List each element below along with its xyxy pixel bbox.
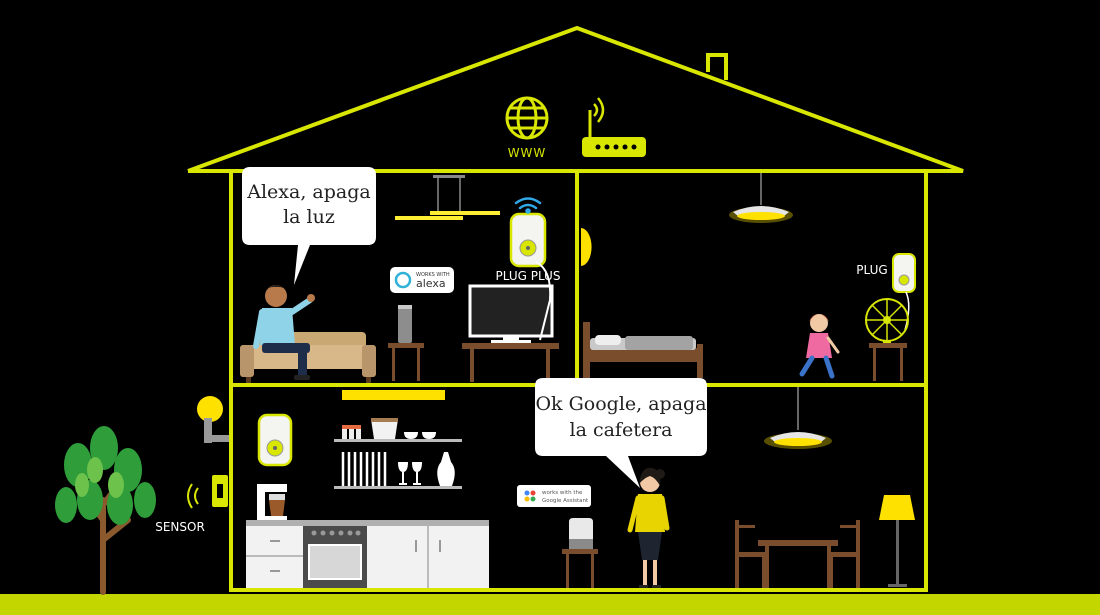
sensor-label: SENSOR	[155, 520, 205, 534]
router-icon	[582, 97, 646, 157]
alexa-badge-small: WORKS WITH	[416, 272, 450, 278]
bed	[583, 322, 703, 378]
tv	[468, 284, 554, 343]
ground	[0, 594, 1100, 615]
google-badge-line2: Google Assistant	[542, 498, 589, 504]
outdoor-lamp	[197, 396, 229, 443]
globe-icon	[505, 96, 549, 140]
pendant-lamp	[395, 175, 500, 220]
alexa-badge-brand: alexa	[416, 277, 446, 290]
speech-line-2: la luz	[283, 206, 335, 228]
dining-chair-right	[828, 520, 860, 588]
living-room: Alexa, apaga la luz WORKS WITH alexa	[240, 167, 592, 383]
ceiling-lamp-dining	[764, 387, 832, 449]
plug-device	[892, 253, 916, 331]
alexa-badge: WORKS WITH alexa	[390, 267, 454, 293]
wifi-icon	[514, 197, 542, 214]
tree	[55, 426, 156, 595]
tv-stand	[462, 343, 559, 382]
coffee-maker	[257, 484, 287, 520]
side-table	[388, 343, 424, 381]
speech-bubble-alexa: Alexa, apaga la luz	[242, 167, 376, 285]
ceiling-light-bar	[342, 390, 445, 400]
man-character	[253, 285, 315, 380]
kitchen-counter	[246, 520, 489, 588]
google-home-speaker	[569, 518, 593, 549]
plug-plus-label: PLUG PLUS	[496, 269, 561, 283]
plug-label: PLUG	[856, 263, 887, 277]
girl-character	[799, 314, 840, 379]
shelf-lower	[334, 452, 462, 489]
echo-speaker	[398, 305, 412, 343]
woman-character	[627, 467, 670, 588]
house-outline	[187, 25, 964, 592]
dining-table	[758, 540, 838, 588]
ceiling-lamp-bedroom	[729, 173, 793, 223]
dining-chair-left	[735, 520, 767, 588]
speech-bubble-google: Ok Google, apaga la cafetera	[535, 378, 707, 488]
plug-plus-device	[509, 212, 552, 341]
kitchen-side-table	[562, 549, 598, 588]
motion-sensor	[187, 475, 228, 509]
wall-lamp	[581, 228, 592, 266]
bedside-table	[869, 343, 907, 381]
speech-line-2: la cafetera	[570, 419, 673, 441]
internet-label: WWW	[508, 146, 547, 160]
kitchen: SENSOR Ok Google, apaga la cafetera work…	[155, 378, 915, 588]
shelf-upper	[334, 418, 462, 442]
kitchen-plug-device	[257, 413, 293, 467]
speech-line-1: Alexa, apaga	[246, 181, 370, 203]
floor-lamp	[879, 495, 915, 587]
fan	[865, 298, 909, 345]
google-badge-line1: works with the	[542, 490, 583, 496]
bedroom: PLUG	[583, 173, 916, 381]
speech-line-1: Ok Google, apaga	[535, 393, 706, 415]
google-assistant-badge: works with the Google Assistant	[517, 485, 591, 507]
